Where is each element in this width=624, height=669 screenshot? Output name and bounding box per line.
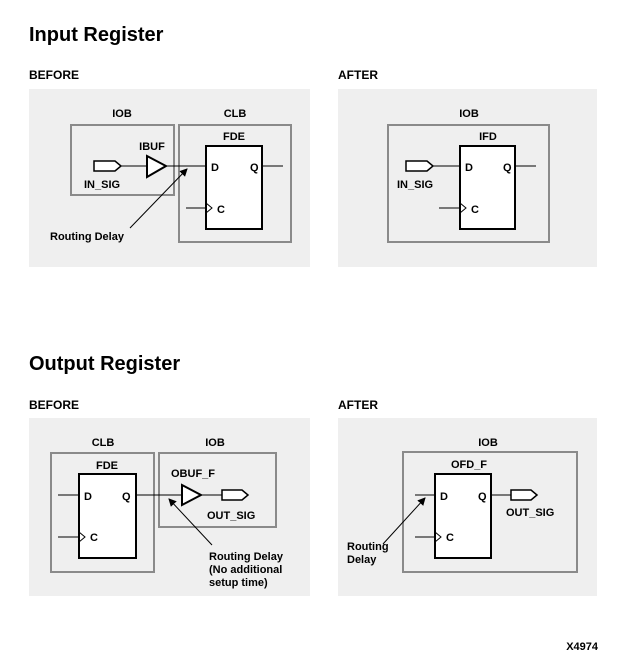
pin-d: D xyxy=(84,491,92,503)
pin-q: Q xyxy=(478,491,487,503)
flipflop-label: IFD xyxy=(479,131,497,143)
pin-d: D xyxy=(440,491,448,503)
iob-region-label: IOB xyxy=(478,437,498,449)
routing-delay-arrow xyxy=(168,498,213,546)
output-before-panel xyxy=(29,418,310,596)
iob-region xyxy=(402,451,578,573)
buffer-label: OBUF_F xyxy=(171,468,215,480)
input-pad-icon xyxy=(405,160,435,172)
pin-q: Q xyxy=(122,491,131,503)
clb-region-label: CLB xyxy=(224,108,247,120)
annotation-line: Routing Delay xyxy=(209,551,284,563)
flipflop xyxy=(205,145,263,230)
buffer-label: IBUF xyxy=(139,141,165,153)
iob-region-label: IOB xyxy=(112,108,132,120)
flipflop-label: FDE xyxy=(96,460,118,472)
buffer-triangle-icon xyxy=(181,483,204,507)
output-pad-icon xyxy=(221,489,250,501)
pad-label: OUT_SIG xyxy=(207,510,255,522)
routing-delay-arrow xyxy=(129,168,188,229)
pad-label: IN_SIG xyxy=(84,179,120,191)
input-before-label: BEFORE xyxy=(29,68,80,82)
flipflop xyxy=(434,473,492,559)
pin-c: C xyxy=(217,204,225,216)
output-before-diagram: CLB IOB FDE D Q C OBUF_F OUT_SIG Routing… xyxy=(50,437,284,589)
clb-region xyxy=(50,452,155,573)
pin-d: D xyxy=(211,162,219,174)
clb-region-label: CLB xyxy=(92,437,115,449)
flipflop xyxy=(459,145,516,230)
output-register-title: Output Register xyxy=(29,353,181,375)
output-after-label: AFTER xyxy=(338,398,378,412)
pad-label: OUT_SIG xyxy=(506,507,554,519)
annotation-line: setup time) xyxy=(209,577,268,589)
clock-triangle-icon xyxy=(205,202,213,214)
output-pad-icon xyxy=(510,489,539,501)
input-before-diagram: IOB CLB IN_SIG IBUF FDE D Q C Routing De… xyxy=(50,108,292,243)
clb-region xyxy=(178,124,292,243)
clock-triangle-icon xyxy=(459,202,467,214)
annotation-line: Routing xyxy=(347,541,389,553)
iob-region-label: IOB xyxy=(459,108,479,120)
iob-region-label: IOB xyxy=(205,437,225,449)
input-pad-icon xyxy=(93,160,123,172)
iob-region xyxy=(158,452,277,528)
iob-region xyxy=(387,124,550,243)
pin-c: C xyxy=(446,532,454,544)
clock-triangle-icon xyxy=(434,531,442,543)
pin-q: Q xyxy=(250,162,259,174)
pin-c: C xyxy=(471,204,479,216)
annotation-line: (No additional xyxy=(209,564,282,576)
buffer-triangle-icon xyxy=(146,154,169,179)
input-register-title: Input Register xyxy=(29,24,164,46)
flipflop-label: OFD_F xyxy=(451,459,487,471)
output-before-label: BEFORE xyxy=(29,398,80,412)
annotation-line: Delay xyxy=(347,554,377,566)
pin-d: D xyxy=(465,162,473,174)
figure-id: X4974 xyxy=(566,641,598,653)
annotation-line: Routing Delay xyxy=(50,231,125,243)
pad-label: IN_SIG xyxy=(397,179,433,191)
clock-triangle-icon xyxy=(78,531,86,543)
routing-delay-arrow xyxy=(382,497,426,545)
flipflop-label: FDE xyxy=(223,131,245,143)
input-after-label: AFTER xyxy=(338,68,378,82)
output-after-diagram: IOB OFD_F D Q C OUT_SIG Routing Delay xyxy=(347,437,578,573)
pin-c: C xyxy=(90,532,98,544)
input-after-diagram: IOB IN_SIG IFD D Q C xyxy=(387,108,550,243)
iob-region xyxy=(70,124,175,196)
pin-q: Q xyxy=(503,162,512,174)
flipflop xyxy=(78,473,137,559)
input-before-panel xyxy=(29,89,310,267)
